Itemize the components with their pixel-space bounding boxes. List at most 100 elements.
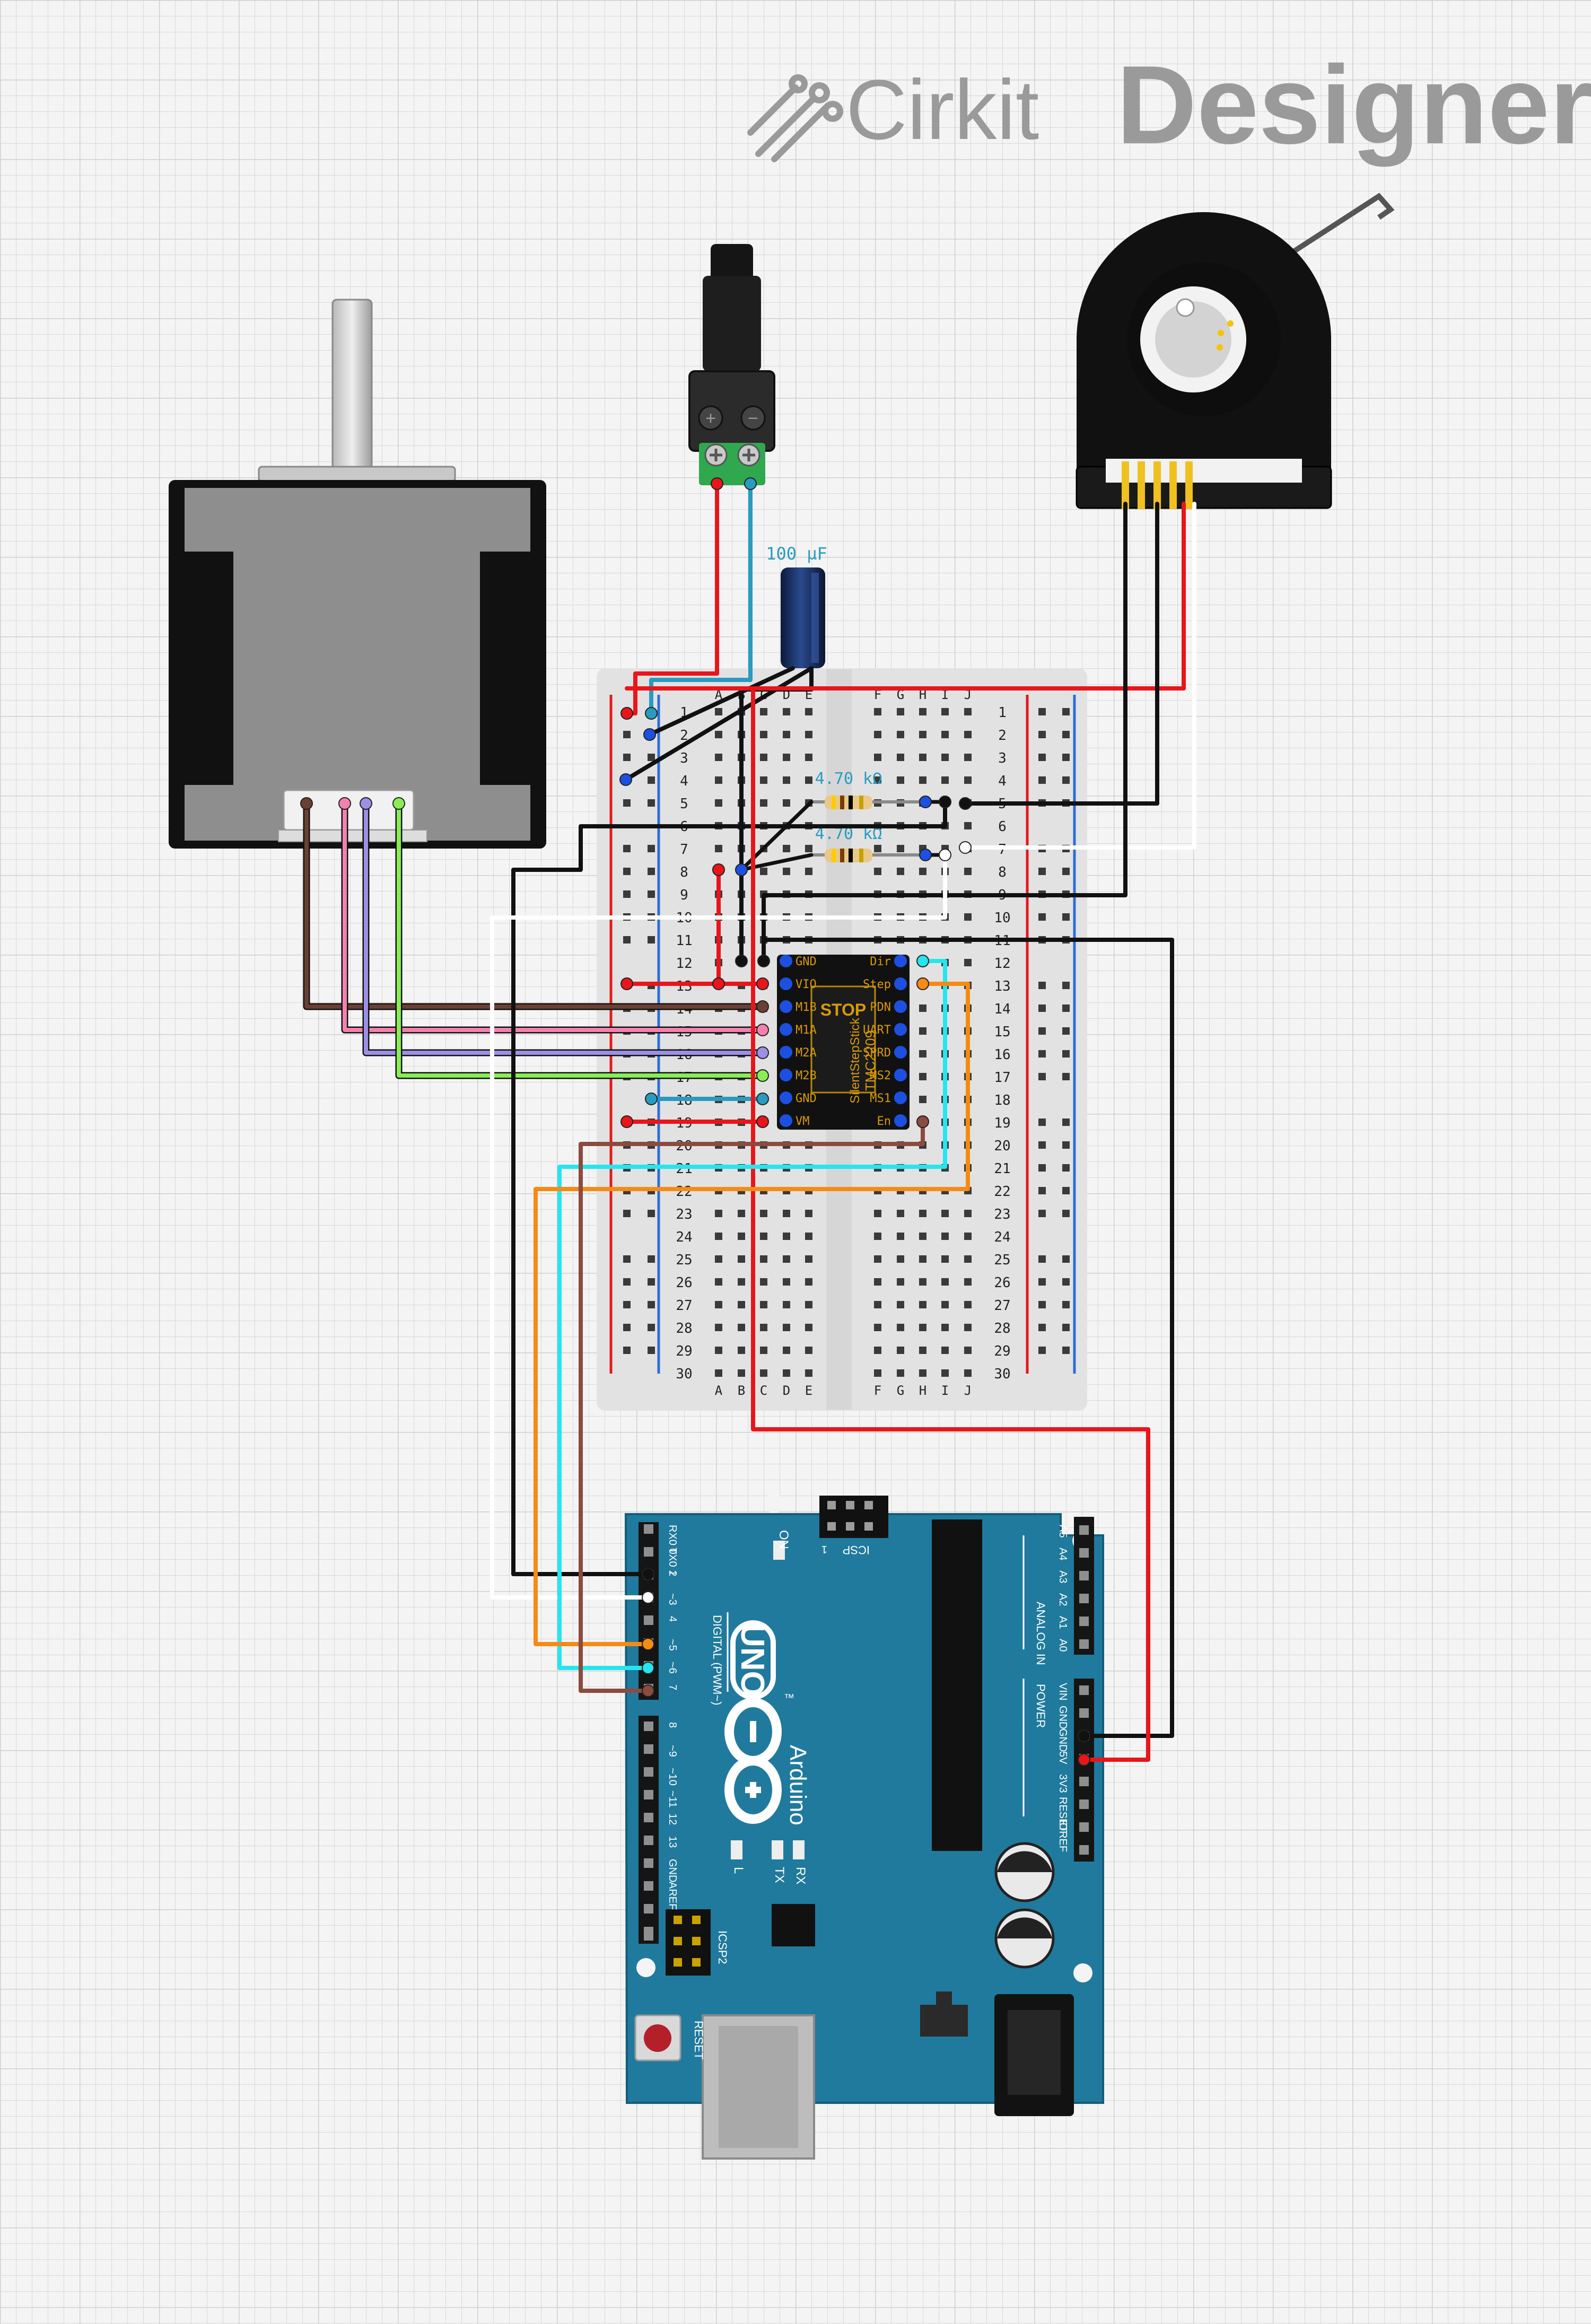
rail-hole[interactable] <box>648 868 655 875</box>
rail-hole[interactable] <box>1038 1164 1046 1172</box>
breadboard-hole[interactable] <box>715 754 722 761</box>
breadboard-hole[interactable] <box>805 1210 812 1217</box>
wire-black-gnd[interactable] <box>762 938 1174 1738</box>
breadboard-hole[interactable] <box>783 776 790 784</box>
rail-hole[interactable] <box>1038 1141 1046 1149</box>
wire-endpoint[interactable] <box>756 977 769 990</box>
rail-hole[interactable] <box>1038 1050 1046 1058</box>
rail-hole[interactable] <box>1038 776 1046 784</box>
wire-endpoint[interactable] <box>620 977 633 990</box>
breadboard-hole[interactable] <box>874 1210 881 1217</box>
rail-hole[interactable] <box>623 731 631 738</box>
wire-endpoint[interactable] <box>642 1568 654 1580</box>
breadboard-hole[interactable] <box>919 776 926 784</box>
arduino-pin[interactable] <box>644 1524 653 1534</box>
wire-endpoint[interactable] <box>712 863 725 876</box>
breadboard-hole[interactable] <box>874 868 881 875</box>
motor-wire-brown[interactable] <box>303 800 766 1010</box>
breadboard-hole[interactable] <box>941 1210 949 1217</box>
breadboard-hole[interactable] <box>715 1255 722 1263</box>
breadboard-hole[interactable] <box>760 799 767 807</box>
breadboard-hole[interactable] <box>738 1278 745 1286</box>
wire-white-pin3[interactable] <box>490 853 947 1600</box>
arduino-uno[interactable]: RESET ICSP 1 ICSP2 ON <box>624 1494 1104 2160</box>
rail-hole[interactable] <box>1038 1347 1046 1354</box>
breadboard-hole[interactable] <box>964 731 972 738</box>
rotary-encoder[interactable] <box>1076 193 1395 509</box>
driver-pin[interactable] <box>894 1114 907 1127</box>
rail-hole[interactable] <box>648 776 655 784</box>
wire-endpoint[interactable] <box>916 1115 929 1128</box>
breadboard-hole[interactable] <box>964 868 972 875</box>
breadboard-hole[interactable] <box>805 754 812 761</box>
rail-hole[interactable] <box>1038 1278 1046 1286</box>
arduino-pin[interactable] <box>1079 1799 1089 1809</box>
rail-hole[interactable] <box>648 1347 655 1354</box>
wire-endpoint[interactable] <box>360 797 372 810</box>
motor-wire-purple[interactable] <box>362 800 766 1056</box>
breadboard-hole[interactable] <box>919 1255 926 1263</box>
breadboard-hole[interactable] <box>805 845 812 852</box>
wire-endpoint[interactable] <box>756 1046 769 1059</box>
rail-hole[interactable] <box>623 845 631 852</box>
breadboard-hole[interactable] <box>919 708 926 715</box>
arduino-pin[interactable] <box>644 1858 653 1868</box>
breadboard-hole[interactable] <box>760 1301 767 1308</box>
rail-hole[interactable] <box>1062 1324 1070 1331</box>
breadboard-hole[interactable] <box>760 708 767 715</box>
wire-black-pin2[interactable] <box>511 800 947 1576</box>
driver-pin[interactable] <box>894 1023 907 1036</box>
rail-hole[interactable] <box>1038 1210 1046 1217</box>
rail-hole[interactable] <box>1062 1004 1070 1012</box>
rail-hole[interactable] <box>1062 1255 1070 1263</box>
breadboard-hole[interactable] <box>783 1255 790 1263</box>
breadboard-hole[interactable] <box>738 1369 745 1377</box>
rail-hole[interactable] <box>1038 754 1046 761</box>
breadboard-hole[interactable] <box>783 731 790 738</box>
breadboard-hole[interactable] <box>805 1324 812 1331</box>
breadboard-hole[interactable] <box>715 845 722 852</box>
rail-hole[interactable] <box>1038 1119 1046 1126</box>
rail-hole[interactable] <box>1062 1210 1070 1217</box>
breadboard-hole[interactable] <box>805 708 812 715</box>
rail-hole[interactable] <box>1062 868 1070 875</box>
breadboard-hole[interactable] <box>919 731 926 738</box>
rail-hole[interactable] <box>648 936 655 943</box>
breadboard-hole[interactable] <box>874 731 881 738</box>
breadboard-hole[interactable] <box>760 1255 767 1263</box>
rail-hole[interactable] <box>623 1210 631 1217</box>
breadboard-hole[interactable] <box>941 1369 949 1377</box>
breadboard-hole[interactable] <box>805 731 812 738</box>
rail-hole[interactable] <box>648 845 655 852</box>
driver-pin[interactable] <box>894 1046 907 1059</box>
breadboard-hole[interactable] <box>874 708 881 715</box>
breadboard-hole[interactable] <box>964 1255 972 1263</box>
driver-pin[interactable] <box>780 1069 792 1081</box>
breadboard-hole[interactable] <box>715 1369 722 1377</box>
rail-hole[interactable] <box>1038 1255 1046 1263</box>
breadboard-hole[interactable] <box>715 1347 722 1354</box>
breadboard-hole[interactable] <box>805 1369 812 1377</box>
rail-hole[interactable] <box>1062 708 1070 715</box>
breadboard-hole[interactable] <box>738 1301 745 1308</box>
breadboard-hole[interactable] <box>715 1233 722 1240</box>
arduino-pin[interactable] <box>644 1722 653 1731</box>
arduino-pin[interactable] <box>1079 1594 1089 1603</box>
wire-endpoint[interactable] <box>916 955 929 967</box>
encoder-wire-white[interactable] <box>963 502 1196 850</box>
breadboard-hole[interactable] <box>783 1233 790 1240</box>
rail-hole[interactable] <box>1062 1073 1070 1080</box>
breadboard-hole[interactable] <box>919 1301 926 1308</box>
breadboard-hole[interactable] <box>964 822 972 829</box>
wire-endpoint[interactable] <box>642 1662 654 1674</box>
stepper-motor[interactable] <box>169 299 546 849</box>
driver-pin[interactable] <box>780 1000 792 1013</box>
breadboard-hole[interactable] <box>897 845 904 852</box>
rail-hole[interactable] <box>1062 1027 1070 1035</box>
breadboard-hole[interactable] <box>964 959 972 966</box>
rail-hole[interactable] <box>623 1278 631 1286</box>
breadboard-hole[interactable] <box>941 1324 949 1331</box>
breadboard-hole[interactable] <box>919 754 926 761</box>
driver-pin[interactable] <box>780 1023 792 1036</box>
breadboard-hole[interactable] <box>919 1073 926 1080</box>
